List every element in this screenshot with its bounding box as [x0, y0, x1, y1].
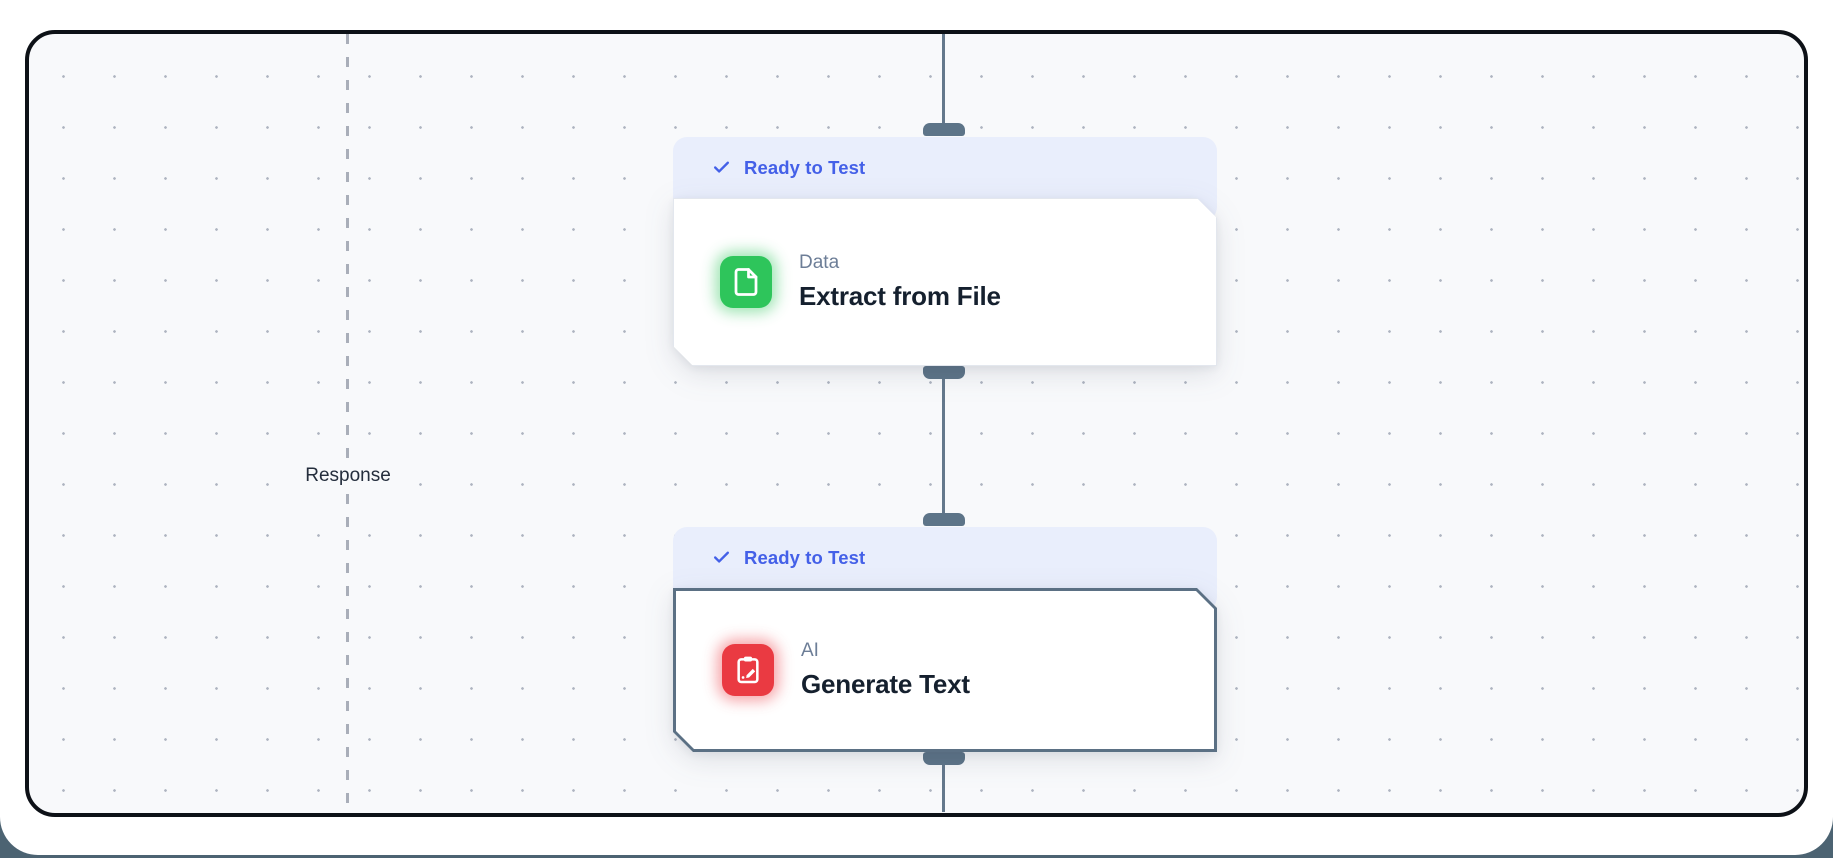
node2-input-handle[interactable]	[923, 513, 965, 526]
node-title: Extract from File	[799, 281, 1001, 311]
node-card[interactable]: AI Generate Text	[673, 588, 1217, 752]
response-divider-line	[346, 34, 349, 813]
connector-edge-bottom	[942, 765, 945, 812]
status-text: Ready to Test	[744, 546, 866, 568]
checkmark-icon	[713, 551, 730, 563]
checkmark-icon	[713, 161, 730, 173]
connector-edge-top	[942, 34, 945, 123]
node-title: Generate Text	[801, 669, 970, 699]
status-row: Ready to Test	[673, 527, 1217, 588]
node2-output-handle[interactable]	[923, 752, 965, 765]
node-card[interactable]: Data Extract from File	[673, 198, 1217, 366]
node1-input-handle[interactable]	[923, 123, 965, 136]
document-icon	[720, 256, 772, 308]
clipboard-pen-icon	[722, 644, 774, 696]
connector-edge-middle	[942, 379, 945, 513]
status-row: Ready to Test	[673, 137, 1217, 198]
node-category: Data	[799, 252, 840, 273]
response-label: Response	[296, 462, 400, 490]
status-text: Ready to Test	[744, 156, 866, 178]
node-category: AI	[801, 640, 819, 661]
node1-output-handle[interactable]	[923, 366, 965, 379]
workflow-canvas[interactable]: Response Ready to Test	[25, 30, 1808, 817]
